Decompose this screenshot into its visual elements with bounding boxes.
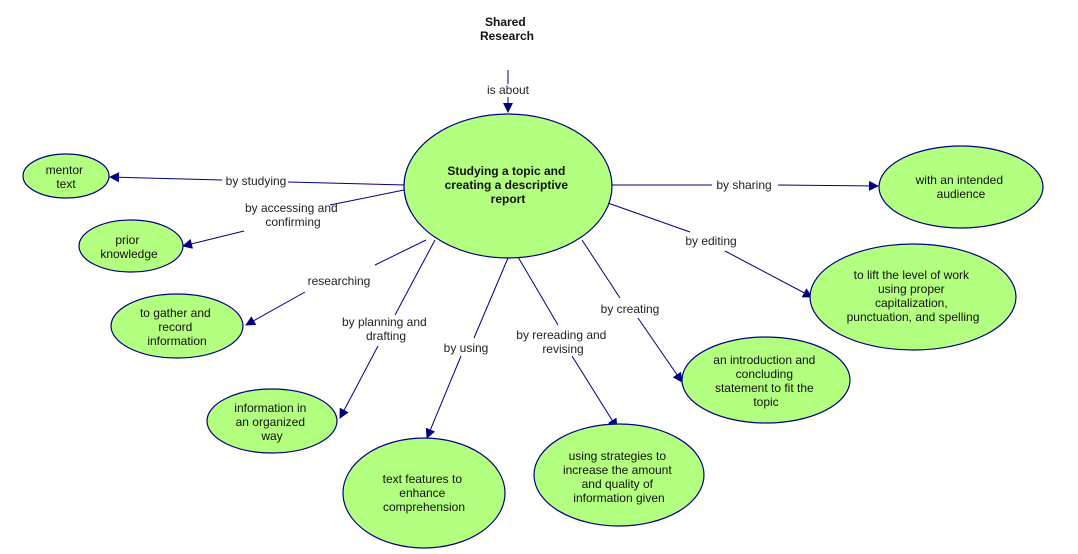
node-introduction: an introduction and concluding statement…: [713, 353, 818, 409]
edge-researching-a: [374, 239, 427, 266]
edge-creating-b: [637, 317, 683, 383]
node-line: mentor: [46, 163, 83, 177]
node-line: information given: [573, 491, 664, 505]
node-lift-level: to lift the level of work using proper c…: [847, 268, 980, 324]
edge-using-b: [425, 355, 462, 439]
center-concept-line: creating a descriptive: [445, 178, 569, 192]
link-label-by-accessing: by accessing and confirming: [245, 201, 341, 229]
node-line: an introduction and: [713, 353, 815, 367]
link-label-line: by planning and: [342, 315, 427, 329]
node-line: to gather and: [140, 306, 211, 320]
edge-editing-a: [604, 201, 691, 233]
edge-studying-a: [287, 181, 406, 186]
node-line: concluding: [736, 367, 793, 381]
link-label-line: revising: [542, 342, 583, 356]
link-label-line: by using: [444, 341, 489, 355]
link-label-researching: researching: [308, 274, 371, 288]
node-audience-shape: [878, 145, 1044, 229]
edge-rereading-b: [571, 355, 618, 429]
edge-accessing-b: [182, 230, 245, 249]
center-concept-shape: [403, 113, 613, 259]
node-line: prior: [115, 233, 139, 247]
node-text-features: text features to enhance comprehension: [383, 472, 466, 514]
link-label-line: by studying: [226, 174, 287, 188]
node-line: knowledge: [100, 247, 158, 261]
node-line: punctuation, and spelling: [847, 310, 980, 324]
node-line: information: [147, 334, 206, 348]
node-line: text features to: [383, 472, 463, 486]
edge-rereading-a: [517, 256, 559, 326]
link-label-line: confirming: [265, 215, 320, 229]
link-label-by-using: by using: [444, 341, 489, 355]
root-concept-line: Research: [480, 29, 534, 43]
node-prior-knowledge: prior knowledge: [100, 233, 158, 261]
link-label-line: by accessing and: [245, 201, 338, 215]
link-label-by-rereading: by rereading and revising: [516, 328, 609, 356]
edge-creating-a: [581, 239, 621, 299]
edge-accessing-a: [329, 189, 405, 206]
node-line: an organized: [236, 415, 305, 429]
link-label-line: by creating: [601, 302, 660, 316]
node-line: using proper: [878, 282, 945, 296]
node-line: information in: [234, 401, 306, 415]
link-label-by-editing: by editing: [685, 234, 736, 248]
link-label-line: drafting: [366, 329, 406, 343]
root-concept: Shared Research: [480, 15, 534, 43]
node-strategies-shape: [533, 423, 705, 527]
root-concept-line: Shared: [485, 15, 526, 29]
edge-using-a: [473, 257, 509, 339]
node-line: increase the amount: [563, 463, 672, 477]
node-line: with an intended: [915, 173, 1003, 187]
node-mentor-text: mentor text: [46, 163, 87, 191]
node-gather-information: to gather and record information: [140, 306, 214, 348]
node-gather-information-shape: [110, 293, 244, 359]
link-label-line: by rereading and: [516, 328, 606, 342]
link-label-by-planning: by planning and drafting: [342, 315, 430, 343]
node-line: record: [158, 320, 192, 334]
node-organized-way: information in an organized way: [234, 401, 309, 443]
node-strategies: using strategies to increase the amount …: [563, 449, 675, 505]
node-line: enhance: [399, 486, 445, 500]
link-label-line: researching: [308, 274, 371, 288]
node-line: text: [56, 177, 76, 191]
edge-studying-b: [109, 172, 223, 183]
node-line: way: [260, 429, 282, 443]
link-label-by-studying: by studying: [226, 174, 287, 188]
edge-planning-a: [394, 239, 436, 316]
center-concept: Studying a topic and creating a descript…: [445, 164, 572, 206]
node-text-features-shape: [342, 437, 506, 549]
link-label-line: by sharing: [716, 178, 771, 192]
link-label-is-about: is about: [487, 83, 530, 97]
node-line: audience: [937, 187, 986, 201]
node-introduction-shape: [681, 336, 851, 424]
link-label-by-creating: by creating: [601, 302, 660, 316]
edge-sharing-b: [777, 180, 879, 191]
node-lift-level-shape: [809, 243, 1017, 351]
edge-editing-b: [724, 250, 813, 298]
node-audience: with an intended audience: [915, 173, 1007, 201]
node-line: to lift the level of work: [854, 268, 970, 282]
center-concept-line: Studying a topic and: [447, 164, 565, 178]
node-line: capitalization,: [875, 296, 948, 310]
link-label-line: by editing: [685, 234, 736, 248]
node-line: topic: [753, 395, 778, 409]
edge-researching-b: [245, 291, 306, 326]
node-line: and quality of: [582, 477, 654, 491]
link-label-by-sharing: by sharing: [716, 178, 771, 192]
center-concept-line: report: [491, 192, 526, 206]
node-prior-knowledge-shape: [78, 219, 184, 273]
node-line: using strategies to: [569, 449, 667, 463]
node-line: comprehension: [383, 500, 465, 514]
node-organized-way-shape: [206, 388, 338, 454]
node-mentor-text-shape: [22, 153, 110, 199]
edge-planning-b: [339, 345, 379, 419]
node-line: statement to fit the: [715, 381, 814, 395]
